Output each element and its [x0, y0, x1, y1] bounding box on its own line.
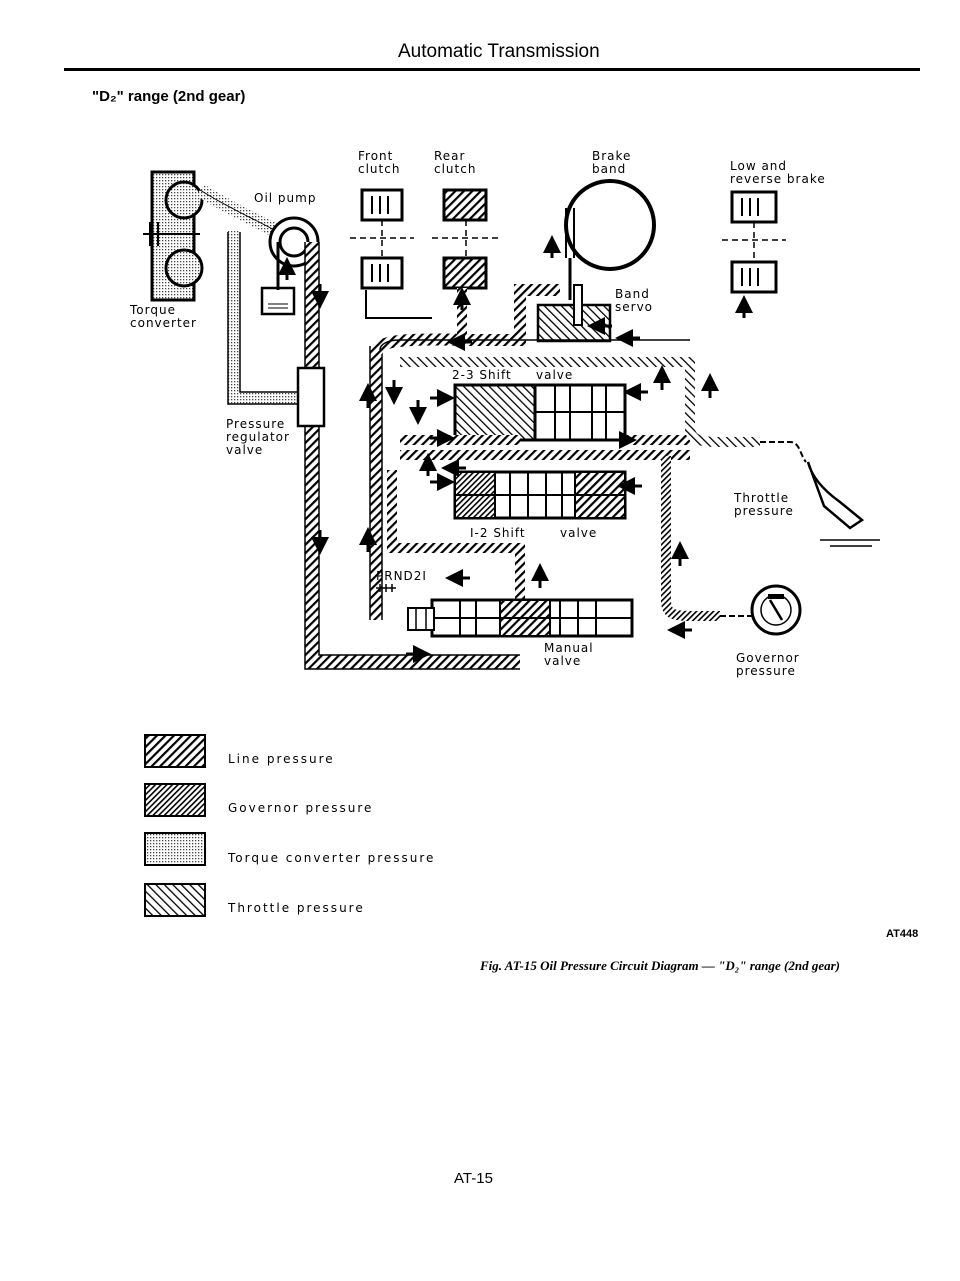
torque-converter-icon — [143, 170, 204, 302]
label-prnd21: PRND2I — [376, 569, 427, 583]
page-header-title: Automatic Transmission — [398, 41, 600, 62]
label-band-servo-line1: Band — [615, 287, 650, 301]
legend-swatch-governor — [144, 783, 206, 817]
legend-label-throttle: Throttle pressure — [228, 901, 365, 915]
section-title: "D₂" range (2nd gear) — [92, 88, 246, 105]
label-low-reverse-brake-line2: reverse brake — [730, 172, 826, 186]
label-band-servo-line2: servo — [615, 300, 654, 314]
shift-23-valve-body — [453, 383, 627, 442]
label-prv-line1: Pressure — [226, 417, 286, 431]
legend-label-line: Line pressure — [228, 752, 335, 766]
brake-band-icon — [564, 179, 656, 300]
label-governor-pressure: Governor pressure — [736, 652, 800, 678]
throttle-pedal-icon — [806, 461, 880, 547]
label-low-reverse-brake: Low and reverse brake — [730, 160, 826, 186]
legend-swatch-line — [144, 734, 206, 768]
label-throttle-pressure-line1: Throttle — [734, 491, 790, 505]
label-torque-converter: Torque converter — [130, 304, 197, 330]
label-brake-band: Brake band — [592, 150, 631, 176]
low-reverse-brake-icon — [722, 190, 786, 294]
label-torque-converter-line1: Torque — [130, 303, 176, 317]
label-torque-converter-line2: converter — [130, 316, 197, 330]
label-front-clutch-line2: clutch — [358, 162, 401, 176]
flow-arrows — [278, 235, 753, 663]
label-prv-line2: regulator — [226, 430, 290, 444]
label-manual-valve: Manual valve — [544, 642, 594, 668]
legend-label-governor: Governor pressure — [228, 801, 374, 815]
label-shift-23-valve-suffix: valve — [536, 368, 574, 382]
figure-caption: Fig. AT-15 Oil Pressure Circuit Diagram … — [480, 958, 841, 973]
label-rear-clutch: Rear clutch — [434, 150, 476, 176]
legend-swatch-torque — [144, 832, 206, 866]
front-clutch-icon — [350, 188, 432, 319]
label-governor-pressure-line1: Governor — [736, 651, 800, 665]
page-number: AT-15 — [454, 1170, 493, 1187]
label-governor-pressure-line2: pressure — [736, 664, 796, 678]
label-front-clutch: Front clutch — [358, 150, 400, 176]
label-brake-band-line1: Brake — [592, 149, 632, 163]
governor-gauge-icon — [750, 584, 802, 636]
legend-label-torque: Torque converter pressure — [228, 851, 436, 865]
label-rear-clutch-line1: Rear — [434, 149, 466, 163]
label-pressure-regulator-valve: Pressure regulator valve — [226, 418, 290, 457]
label-manual-valve-line1: Manual — [544, 641, 594, 655]
label-shift-12-valve-suffix: valve — [560, 526, 598, 540]
band-servo-icon — [536, 284, 612, 343]
label-throttle-pressure: Throttle pressure — [734, 492, 794, 518]
label-shift-23-valve: 2-3 Shift — [452, 368, 512, 382]
label-rear-clutch-line2: clutch — [434, 162, 477, 176]
label-brake-band-line2: band — [592, 162, 627, 176]
label-prv-line3: valve — [226, 443, 264, 457]
rear-clutch-icon — [432, 188, 500, 340]
shift-12-valve-body — [453, 470, 627, 520]
legend-swatch-throttle — [144, 883, 206, 917]
figure-code: AT448 — [886, 928, 919, 940]
label-band-servo: Band servo — [615, 288, 653, 314]
pressure-regulator-valve-body — [296, 366, 326, 428]
label-shift-12-valve: I-2 Shift — [470, 526, 526, 540]
header-rule — [64, 68, 920, 71]
label-front-clutch-line1: Front — [358, 149, 394, 163]
label-throttle-pressure-line2: pressure — [734, 504, 794, 518]
label-manual-valve-line2: valve — [544, 654, 582, 668]
prnd-scale-icon — [376, 584, 396, 592]
label-low-reverse-brake-line1: Low and — [730, 159, 788, 173]
manual-valve-body — [407, 598, 634, 638]
label-oil-pump: Oil pump — [254, 191, 317, 205]
